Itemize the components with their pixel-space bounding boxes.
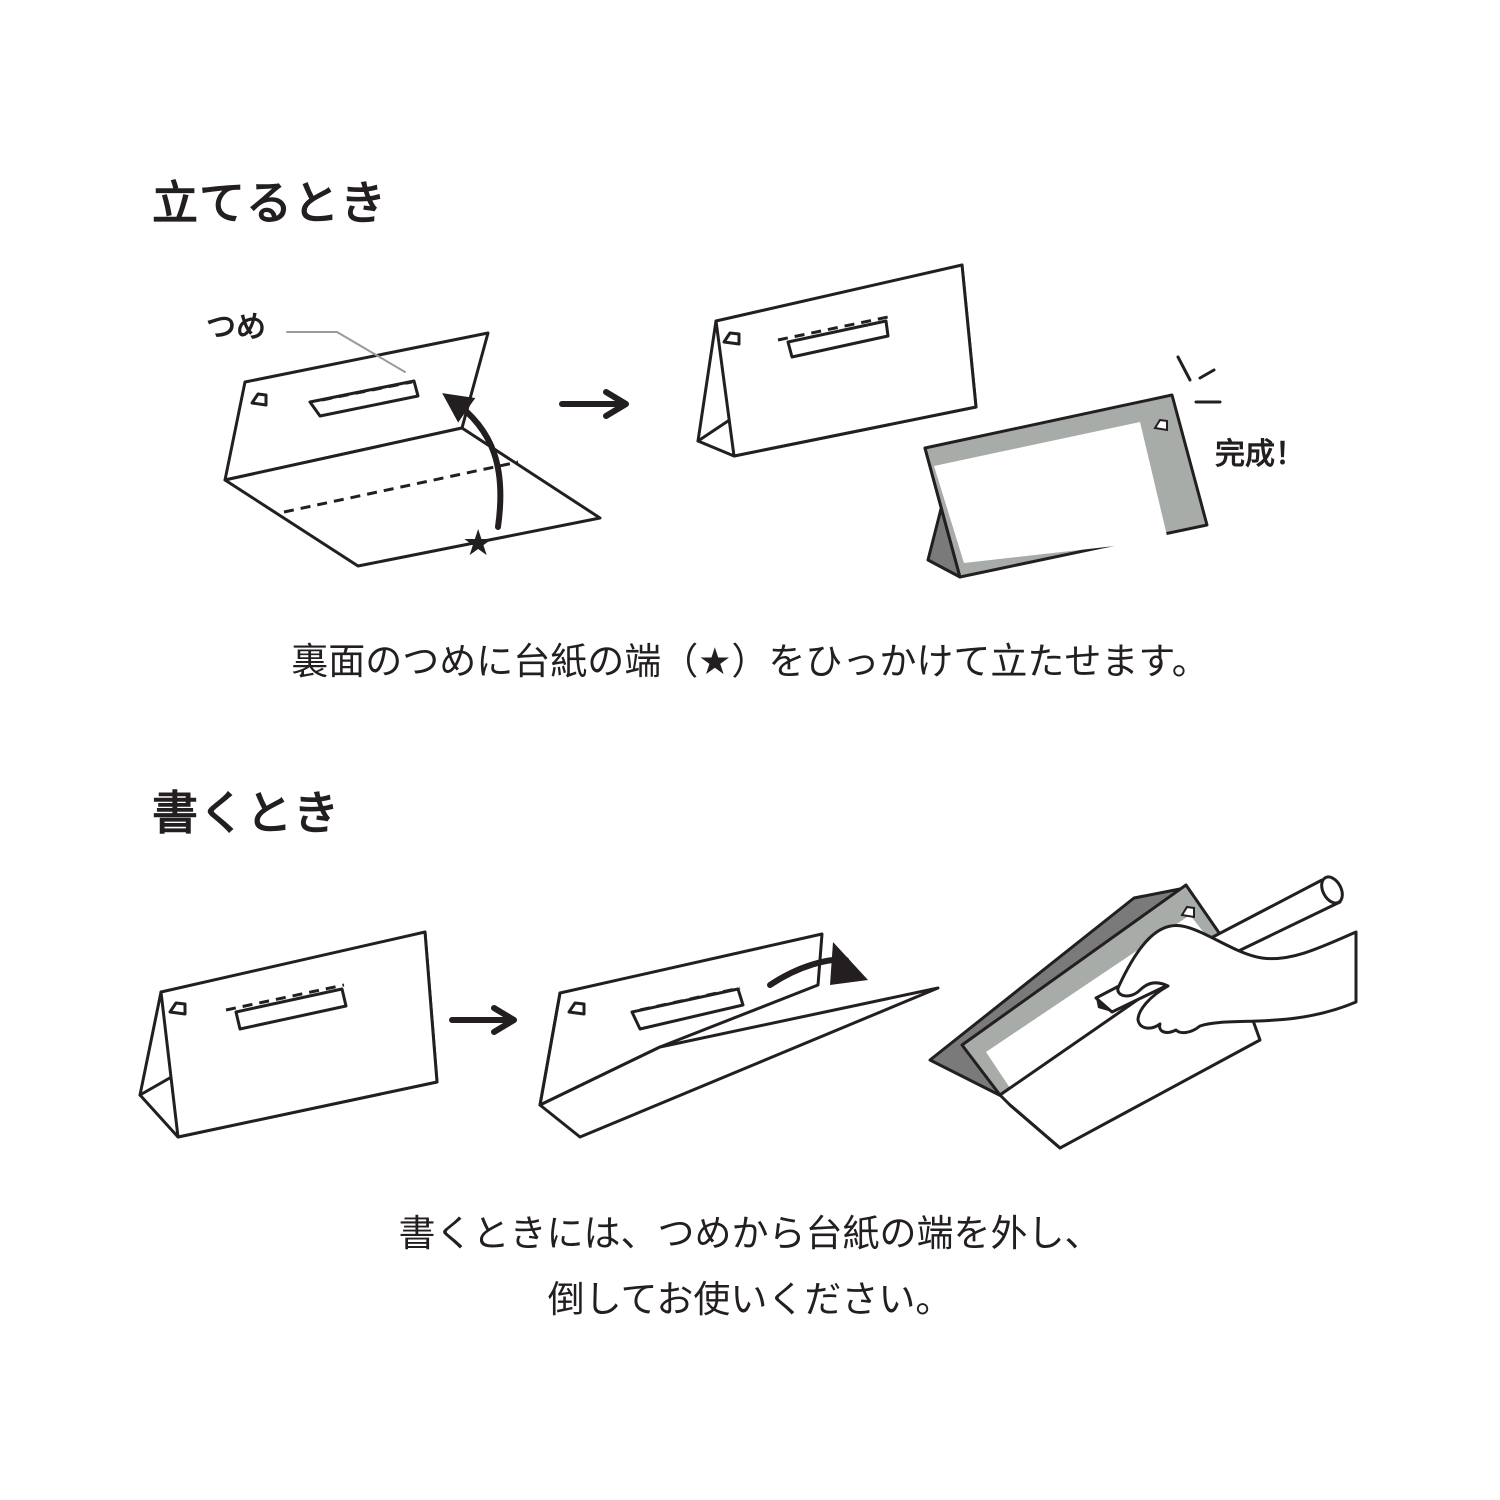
hole-icon xyxy=(722,331,741,346)
tab-label: つめ xyxy=(206,310,266,345)
hole-icon xyxy=(1153,418,1168,432)
star-icon: ★ xyxy=(462,523,494,564)
stand-step2-illustration xyxy=(696,263,978,458)
write-step2-illustration xyxy=(538,932,940,1139)
caption-write-line1: 書くときには、つめから台紙の端を外し、 xyxy=(398,1212,1102,1255)
write-step1-illustration xyxy=(138,930,439,1139)
hole-icon xyxy=(1180,905,1195,919)
write-step3-illustration xyxy=(928,875,1358,1150)
heading-write: 書くとき xyxy=(152,786,340,840)
hole-icon xyxy=(567,1001,586,1016)
arrow-right-1 xyxy=(559,389,629,419)
done-label: 完成！ xyxy=(1215,437,1305,472)
heading-stand: 立てるとき xyxy=(152,176,387,230)
lift-arrow xyxy=(442,393,504,530)
stand-completed-illustration xyxy=(923,355,1222,579)
caption-write-line2: 倒してお使いください。 xyxy=(547,1278,953,1321)
hole-icon xyxy=(168,1001,187,1016)
stand-step1-illustration: ★ xyxy=(223,331,602,568)
arrow-right-2 xyxy=(449,1005,517,1035)
hand-icon xyxy=(1116,923,1358,1035)
hole-icon xyxy=(250,392,268,407)
caption-stand: 裏面のつめに台紙の端（★）をひっかけて立たせます。 xyxy=(291,640,1209,683)
